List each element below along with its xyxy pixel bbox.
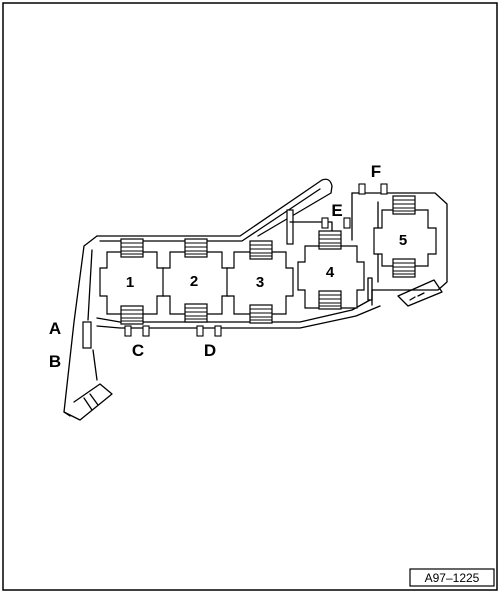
callout-b: B bbox=[49, 352, 61, 371]
relay-2-label: 2 bbox=[190, 273, 198, 290]
reference-code: A97–1225 bbox=[425, 571, 480, 585]
relay-3-bottom-clip bbox=[249, 304, 273, 324]
callout-d: D bbox=[204, 341, 216, 360]
relay-5-bottom-clip bbox=[392, 258, 416, 278]
relay-2-bottom-clip bbox=[184, 303, 208, 323]
relay-2 bbox=[162, 238, 230, 323]
callout-e: E bbox=[331, 201, 342, 220]
relay-1-label: 1 bbox=[126, 274, 134, 291]
relay-3-label: 3 bbox=[256, 274, 264, 291]
callout-c: C bbox=[132, 341, 144, 360]
relay-1-bottom-clip bbox=[120, 305, 144, 325]
relay-5-label: 5 bbox=[399, 232, 407, 249]
relay-2-top-clip bbox=[184, 238, 208, 258]
relay-4-label: 4 bbox=[326, 264, 335, 281]
relay-4 bbox=[297, 230, 365, 310]
callout-f: F bbox=[371, 162, 381, 181]
relay-1 bbox=[99, 238, 165, 325]
relay-1-top-clip bbox=[120, 238, 144, 258]
relay-3 bbox=[226, 240, 294, 324]
relay-4-bottom-clip bbox=[318, 290, 342, 310]
callout-a: A bbox=[49, 319, 61, 338]
relay-4-top-clip bbox=[318, 230, 342, 250]
relay-5-top-clip bbox=[392, 195, 416, 215]
relay-3-top-clip bbox=[249, 240, 273, 260]
relay-5 bbox=[373, 195, 437, 278]
reference-code-box bbox=[409, 568, 495, 587]
